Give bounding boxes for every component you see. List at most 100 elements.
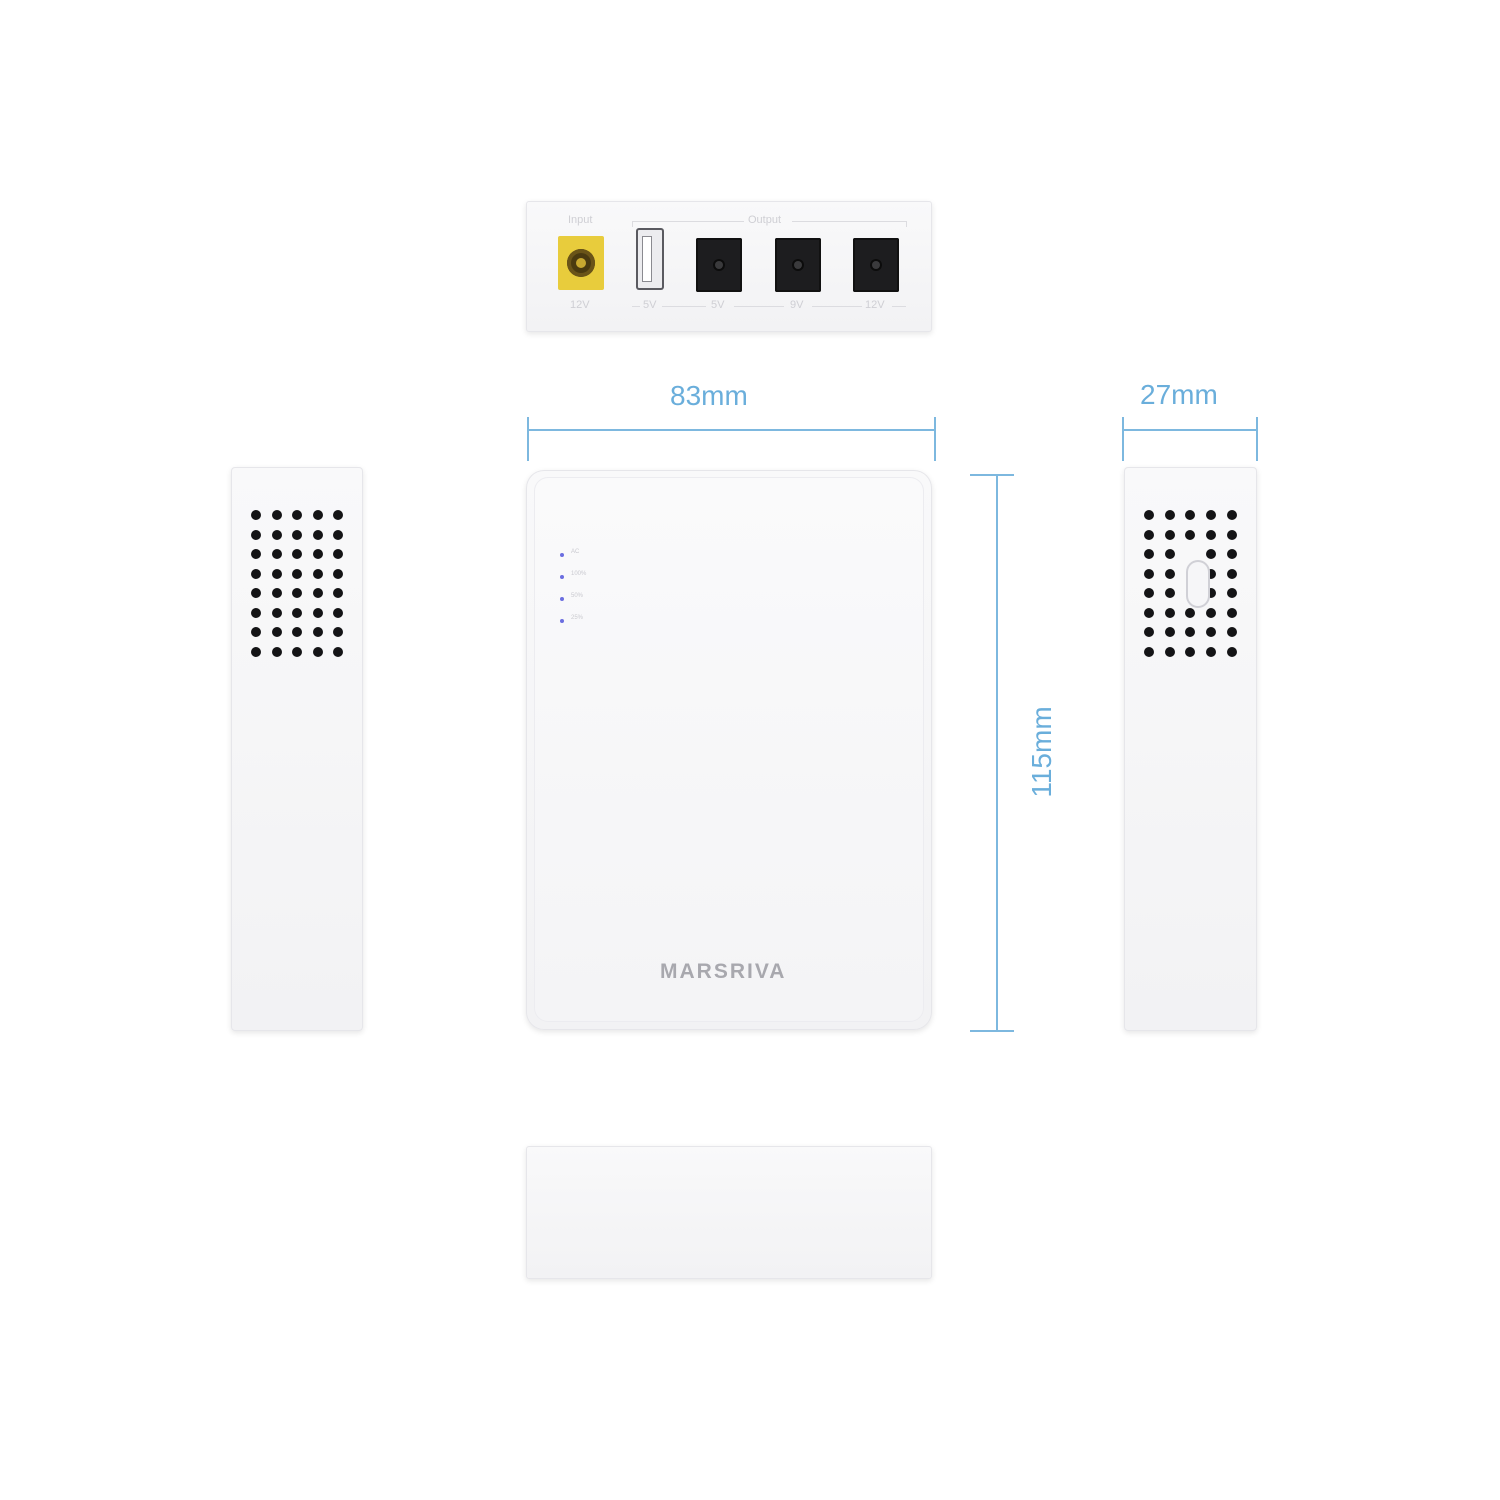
output-bracket-left xyxy=(632,221,744,222)
vent-hole xyxy=(1164,627,1175,637)
port-voltage-label: 5V xyxy=(711,299,725,311)
depth-dimension-line xyxy=(1123,429,1258,431)
vent-hole xyxy=(333,568,343,579)
vent-hole xyxy=(1144,549,1154,559)
vent-hole xyxy=(1206,568,1217,579)
vent-hole xyxy=(1144,588,1154,598)
vent-hole xyxy=(1144,627,1154,637)
vent-hole xyxy=(271,607,282,618)
led-icon xyxy=(560,597,564,601)
depth-dimension-tick xyxy=(1122,417,1124,461)
width-dimension-tick xyxy=(527,417,529,461)
vent-hole xyxy=(292,627,302,637)
vent-hole xyxy=(292,607,302,618)
vent-hole xyxy=(1144,646,1154,657)
vent-hole xyxy=(1164,549,1175,559)
input-port-socket-icon xyxy=(567,249,595,277)
front-face xyxy=(534,477,924,1022)
height-dimension-tick xyxy=(970,1030,1014,1032)
vent-hole xyxy=(312,510,323,520)
vent-hole xyxy=(292,588,302,598)
vent-hole xyxy=(1164,607,1175,618)
vent-hole xyxy=(1164,510,1175,520)
vent-hole xyxy=(1226,627,1237,637)
dc-input-port xyxy=(558,236,604,290)
vent-hole xyxy=(292,549,302,559)
vent-hole xyxy=(333,510,343,520)
dc-output-port-5v xyxy=(696,238,742,292)
dc-output-port-12v xyxy=(853,238,899,292)
led-icon xyxy=(560,619,564,623)
depth-dimension-label: 27mm xyxy=(1140,379,1218,410)
port-voltage-label: 9V xyxy=(790,299,804,311)
vent-hole xyxy=(312,568,323,579)
vent-hole xyxy=(1226,549,1237,559)
front-view-panel xyxy=(526,470,932,1030)
vent-hole xyxy=(1206,627,1217,637)
vent-hole xyxy=(1185,607,1196,618)
bottom-view-panel xyxy=(526,1146,932,1279)
vent-hole xyxy=(1164,529,1175,540)
vent-hole xyxy=(292,510,302,520)
width-dimension-tick xyxy=(934,417,936,461)
vent-hole xyxy=(333,607,343,618)
usb-port-icon xyxy=(642,236,652,282)
vent-hole xyxy=(251,549,261,559)
vent-hole xyxy=(271,588,282,598)
vent-hole xyxy=(1226,568,1237,579)
vent-hole xyxy=(271,510,282,520)
vent-hole xyxy=(251,607,261,618)
vent-hole xyxy=(1185,646,1196,657)
vent-hole xyxy=(271,646,282,657)
port-voltage-label: 12V xyxy=(865,299,885,311)
power-switch[interactable] xyxy=(1186,560,1210,608)
vent-hole xyxy=(271,529,282,540)
led-icon xyxy=(560,553,564,557)
vent-hole xyxy=(292,529,302,540)
voltage-bracket xyxy=(662,306,706,307)
vent-hole xyxy=(1226,588,1237,598)
vent-hole xyxy=(333,627,343,637)
vent-hole xyxy=(1206,529,1217,540)
vent-hole xyxy=(312,529,323,540)
vent-hole xyxy=(1144,607,1154,618)
vent-hole xyxy=(1206,646,1217,657)
vent-hole xyxy=(312,607,323,618)
vent-hole xyxy=(1185,510,1196,520)
vent-hole xyxy=(312,627,323,637)
vent-hole xyxy=(271,568,282,579)
vent-hole xyxy=(271,627,282,637)
vent-hole xyxy=(1206,607,1217,618)
vent-hole xyxy=(1164,568,1175,579)
voltage-bracket xyxy=(812,306,862,307)
voltage-bracket xyxy=(892,306,906,307)
vent-hole xyxy=(1226,529,1237,540)
vent-hole xyxy=(271,549,282,559)
height-dimension-line xyxy=(996,474,998,1032)
output-bracket-tick xyxy=(906,221,907,227)
vent-hole xyxy=(333,646,343,657)
vent-hole xyxy=(251,627,261,637)
vent-hole xyxy=(312,549,323,559)
vent-hole xyxy=(312,646,323,657)
vent-hole xyxy=(1206,510,1217,520)
vent-hole xyxy=(1226,646,1237,657)
depth-dimension-tick xyxy=(1256,417,1258,461)
vent-hole xyxy=(1185,529,1196,540)
vent-hole xyxy=(1226,510,1237,520)
output-bracket-tick xyxy=(632,221,633,227)
height-dimension-label: 115mm xyxy=(1026,706,1057,798)
vent-hole xyxy=(1206,588,1217,598)
height-dimension-tick xyxy=(970,474,1014,476)
port-voltage-label: 5V xyxy=(643,299,657,311)
led-icon xyxy=(560,575,564,579)
input-label: Input xyxy=(568,214,593,226)
vent-hole xyxy=(1185,627,1196,637)
vent-hole xyxy=(1144,529,1154,540)
brand-logo: MARSRIVA xyxy=(660,960,787,983)
dc-output-port-9v xyxy=(775,238,821,292)
voltage-bracket xyxy=(632,306,640,307)
vent-hole xyxy=(251,646,261,657)
left-side-panel xyxy=(231,467,363,1031)
width-dimension-line xyxy=(528,429,936,431)
